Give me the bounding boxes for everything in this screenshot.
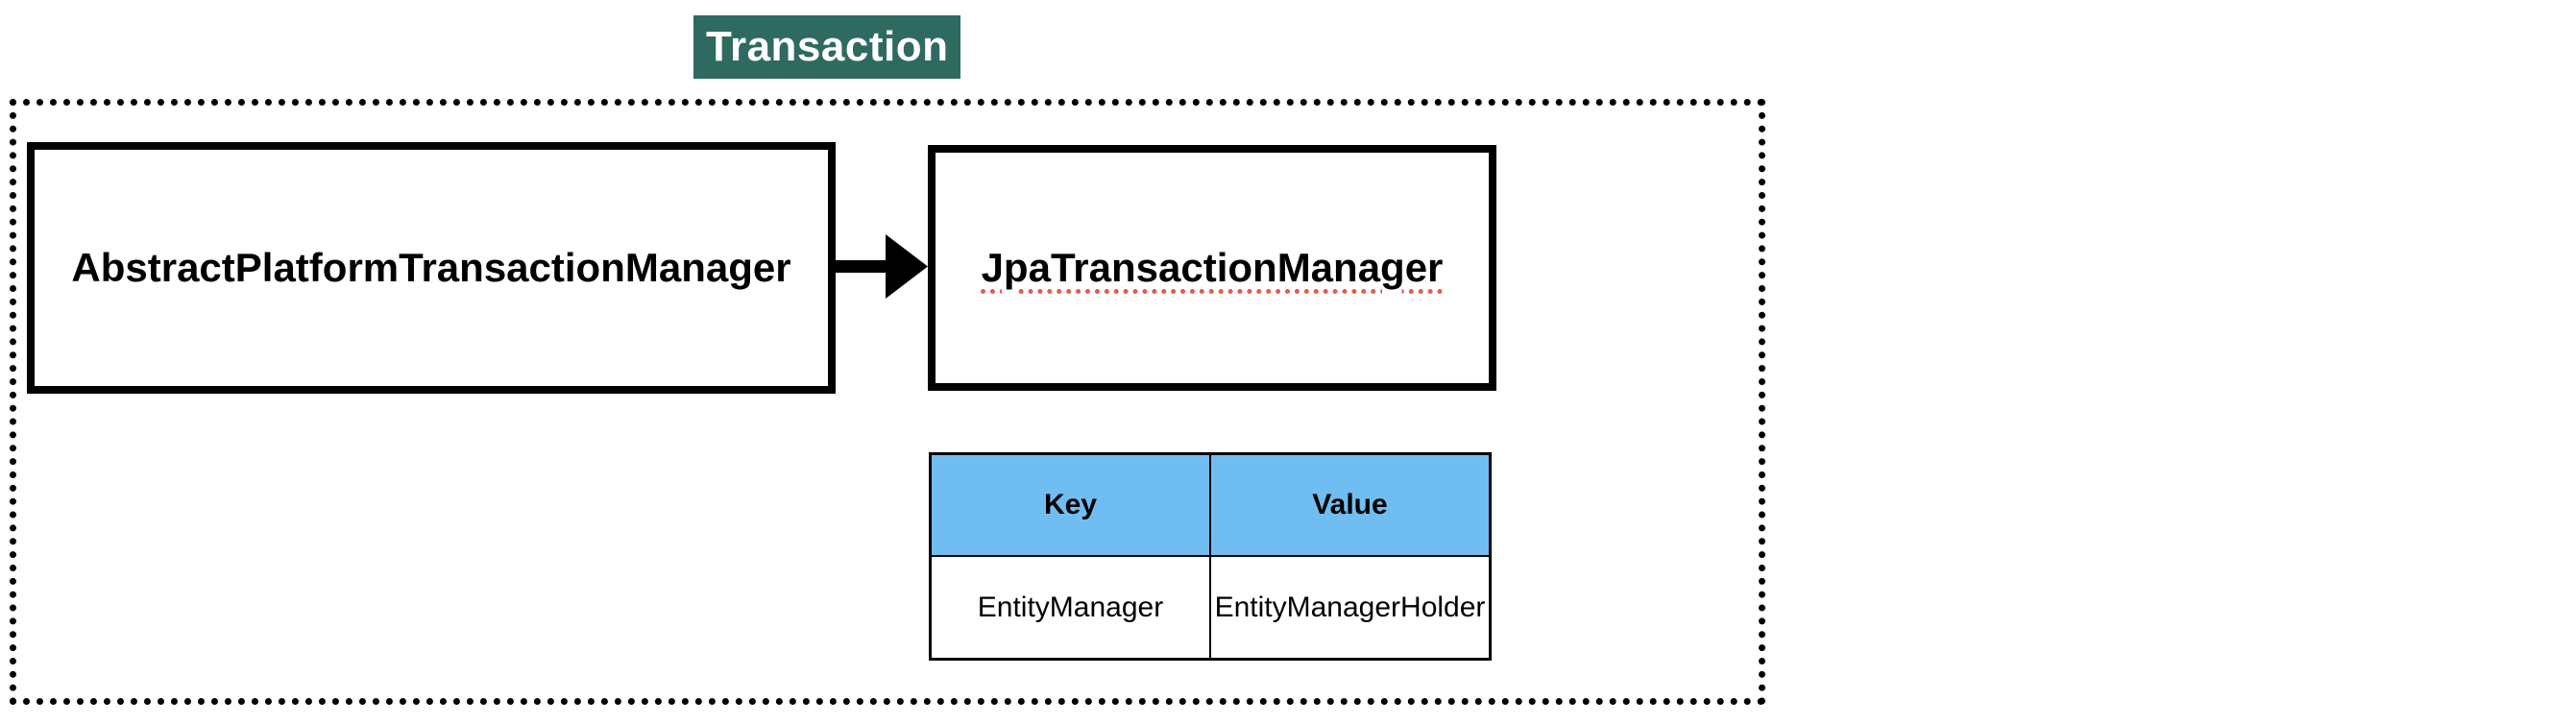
table-header-value: Value — [1210, 454, 1490, 556]
transaction-boundary-box — [10, 99, 1765, 705]
abstract-platform-transaction-manager-label: AbstractPlatformTransactionManager — [71, 245, 791, 290]
arrow-right-icon — [835, 234, 928, 299]
jpa-transaction-manager-label: JpaTransactionManager — [981, 245, 1444, 290]
table-cell-key: EntityManager — [931, 556, 1210, 659]
key-value-table: Key Value EntityManager EntityManagerHol… — [929, 452, 1492, 661]
table-header-key: Key — [931, 454, 1210, 556]
transaction-title-label: Transaction — [693, 15, 961, 79]
table-cell-value: EntityManagerHolder — [1210, 556, 1490, 659]
abstract-platform-transaction-manager-box: AbstractPlatformTransactionManager — [27, 142, 836, 394]
jpa-transaction-manager-box: JpaTransactionManager — [928, 145, 1496, 391]
